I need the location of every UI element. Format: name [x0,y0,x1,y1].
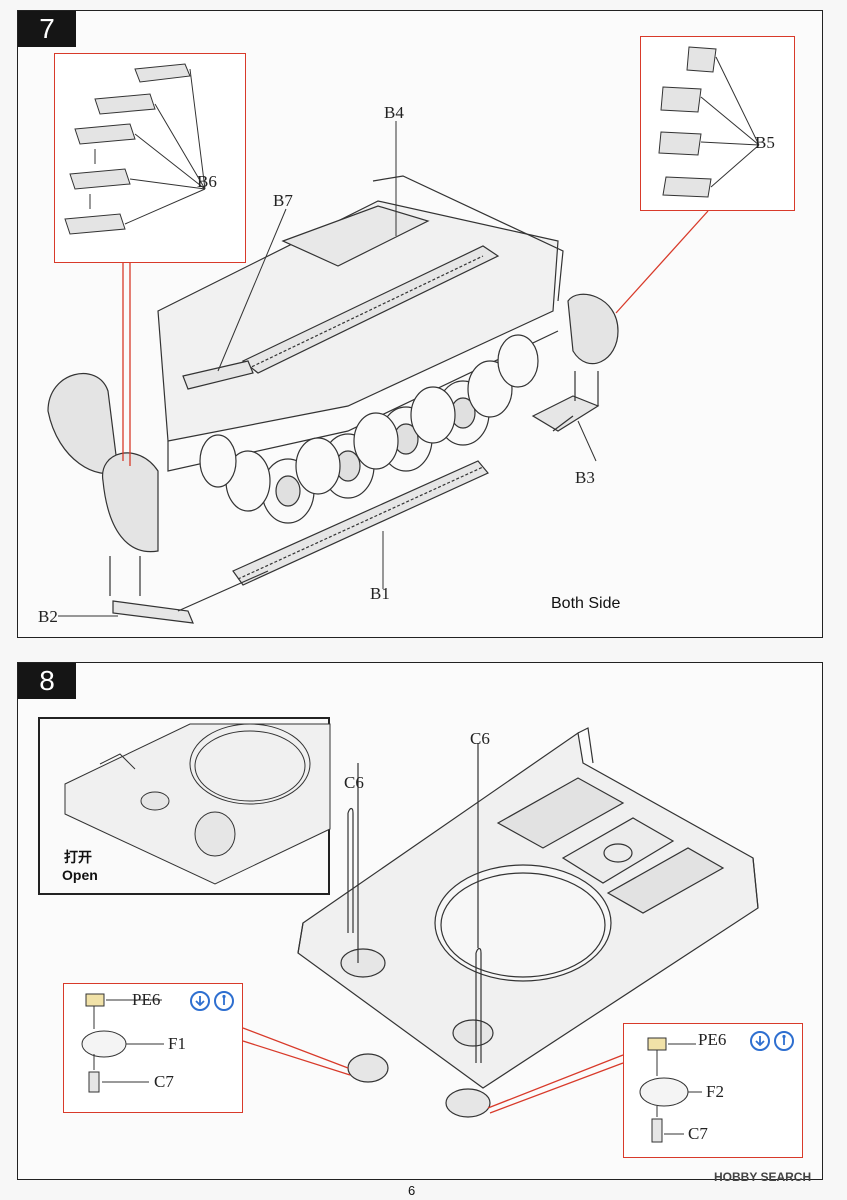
right-pivot-parts-drawing [639,1037,702,1143]
both-side-note: Both Side [551,595,621,612]
b5-callout: B5 [640,36,795,211]
step-8-hull-drawing [242,727,759,1118]
left-pivot-callout: PE6 F1 C7 [63,983,243,1113]
b5-track-links-drawing [658,46,760,198]
b6-callout: B6 [54,53,246,263]
part-label-f2: F2 [706,1082,724,1101]
open-label-cn: 打开 [64,850,92,866]
step-7-panel: 7 [17,10,823,638]
part-label-b3: B3 [575,468,595,487]
open-hatch-drawing [64,723,331,885]
b6-track-links-drawing [64,63,206,235]
step-8-panel: 8 [17,662,823,1180]
part-label-b2: B2 [38,607,58,626]
part-label-pe6-left: PE6 [132,990,161,1009]
watermark: HOBBY SEARCH [714,1170,812,1184]
part-label-b7: B7 [273,191,293,210]
align-icon [774,1031,794,1051]
part-label-f1: F1 [168,1034,186,1053]
part-label-b1: B1 [370,584,390,603]
open-hatch-inset: 打开 Open [38,717,331,895]
part-label-pe6-right: PE6 [698,1030,727,1049]
part-label-b5: B5 [755,133,775,152]
part-label-c7-right: C7 [688,1124,708,1143]
step-7-number: 7 [18,11,76,47]
page-number: 6 [408,1183,416,1198]
open-label-en: Open [62,867,98,883]
press-fit-icon [190,991,210,1011]
step-8-number: 8 [18,663,76,699]
part-label-c6-right: C6 [470,729,490,748]
step-7-chassis-drawing [47,121,709,624]
align-icon [214,991,234,1011]
part-label-b6: B6 [197,172,217,191]
part-label-c6-left: C6 [344,773,364,792]
right-pivot-callout: PE6 F2 C7 [623,1023,803,1158]
part-label-b4: B4 [384,103,404,122]
part-label-c7-left: C7 [154,1072,174,1091]
left-pivot-parts-drawing [81,993,164,1093]
press-fit-icon [750,1031,770,1051]
